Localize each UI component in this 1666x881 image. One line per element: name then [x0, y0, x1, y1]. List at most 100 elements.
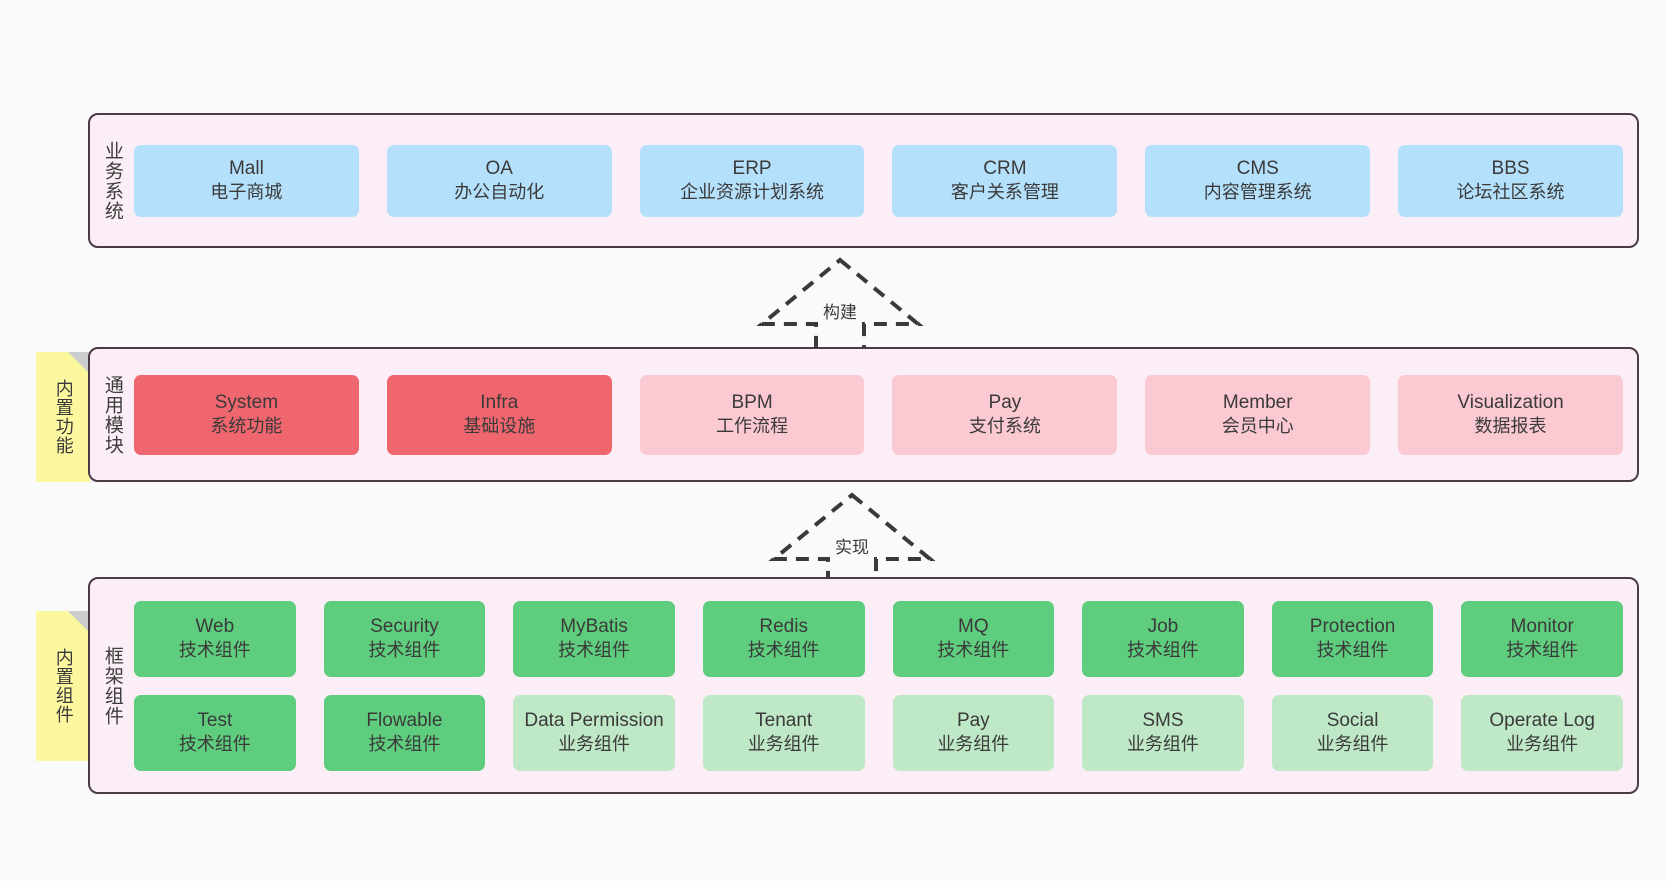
- node-title-cn: 技术组件: [368, 734, 441, 755]
- node-title-cn: 业务组件: [747, 734, 820, 755]
- node-title-en: CMS: [1236, 158, 1279, 180]
- node-title-cn: 技术组件: [1506, 640, 1579, 661]
- node-protection[interactable]: Protection 技术组件: [1271, 600, 1434, 677]
- node-flowable[interactable]: Flowable 技术组件: [323, 694, 486, 771]
- node-title-cn: 业务组件: [558, 734, 631, 755]
- layer-body-business: Mall 电子商城 OA 办公自动化 ERP 企业资源计划系统 CRM 客户关系…: [134, 115, 1637, 246]
- node-title-cn: 业务组件: [937, 734, 1010, 755]
- layer-row: Mall 电子商城 OA 办公自动化 ERP 企业资源计划系统 CRM 客户关系…: [134, 144, 1623, 217]
- node-title-cn: 工作流程: [716, 416, 789, 437]
- layer-row: Web 技术组件 Security 技术组件 MyBatis 技术组件 Redi…: [134, 600, 1623, 677]
- node-title-en: Operate Log: [1489, 710, 1595, 732]
- node-title-en: Flowable: [366, 710, 443, 732]
- node-title-cn: 电子商城: [210, 182, 283, 203]
- node-title-cn: 内容管理系统: [1203, 182, 1312, 203]
- node-infra[interactable]: Infra 基础设施: [386, 374, 612, 455]
- layer-title-framework: 框架组件: [101, 645, 123, 726]
- node-redis[interactable]: Redis 技术组件: [702, 600, 865, 677]
- node-title-cn: 技术组件: [1316, 640, 1389, 661]
- node-pay[interactable]: Pay 支付系统: [892, 374, 1118, 455]
- note-builtin-function: 内置功能: [36, 352, 90, 482]
- node-title-cn: 技术组件: [1126, 640, 1199, 661]
- node-title-cn: 客户关系管理: [950, 182, 1059, 203]
- node-mybatis[interactable]: MyBatis 技术组件: [513, 600, 675, 677]
- node-title-cn: 论坛社区系统: [1456, 182, 1565, 203]
- node-web[interactable]: Web 技术组件: [134, 600, 296, 677]
- node-pay-business[interactable]: Pay 业务组件: [892, 694, 1055, 771]
- layer-body-framework: Web 技术组件 Security 技术组件 MyBatis 技术组件 Redi…: [134, 579, 1637, 792]
- node-title-cn: 会员中心: [1221, 416, 1294, 437]
- node-title-cn: 企业资源计划系统: [680, 182, 825, 203]
- node-title-en: BPM: [731, 392, 773, 414]
- node-title-en: SMS: [1142, 710, 1184, 732]
- node-title-cn: 技术组件: [178, 640, 251, 661]
- node-title-en: Tenant: [755, 710, 813, 732]
- node-title-en: Member: [1222, 392, 1293, 414]
- node-title-en: MyBatis: [560, 616, 628, 638]
- node-title-cn: 业务组件: [1126, 734, 1199, 755]
- node-sms[interactable]: SMS 业务组件: [1082, 694, 1244, 771]
- node-title-en: Pay: [956, 710, 990, 732]
- node-visualization[interactable]: Visualization 数据报表: [1398, 374, 1623, 455]
- node-title-en: BBS: [1491, 158, 1530, 180]
- layer-row: Test 技术组件 Flowable 技术组件 Data Permission …: [134, 694, 1623, 771]
- node-system[interactable]: System 系统功能: [134, 374, 359, 455]
- node-title-cn: 支付系统: [968, 416, 1041, 437]
- node-monitor[interactable]: Monitor 技术组件: [1461, 600, 1623, 677]
- node-title-cn: 办公自动化: [454, 182, 545, 203]
- node-title-en: Monitor: [1510, 616, 1574, 638]
- layer-title-common: 通用模块: [101, 374, 123, 455]
- node-security[interactable]: Security 技术组件: [323, 600, 486, 677]
- layer-title-business: 业务系统: [101, 140, 123, 221]
- node-title-en: Redis: [759, 616, 808, 638]
- node-title-cn: 业务组件: [1316, 734, 1389, 755]
- node-title-en: Job: [1147, 616, 1179, 638]
- generalization-arrow-build: 构建: [756, 257, 924, 358]
- node-title-en: ERP: [732, 158, 772, 180]
- node-title-cn: 基础设施: [463, 416, 536, 437]
- node-cms[interactable]: CMS 内容管理系统: [1145, 144, 1371, 217]
- node-crm[interactable]: CRM 客户关系管理: [892, 144, 1118, 217]
- node-test[interactable]: Test 技术组件: [134, 694, 296, 771]
- arrow-label-build: 构建: [823, 303, 857, 322]
- node-social[interactable]: Social 业务组件: [1271, 694, 1434, 771]
- node-tenant[interactable]: Tenant 业务组件: [702, 694, 865, 771]
- node-title-cn: 技术组件: [368, 640, 441, 661]
- node-operate-log[interactable]: Operate Log 业务组件: [1461, 694, 1623, 771]
- node-title-cn: 技术组件: [747, 640, 820, 661]
- node-mq[interactable]: MQ 技术组件: [892, 600, 1055, 677]
- node-erp[interactable]: ERP 企业资源计划系统: [639, 144, 865, 217]
- node-title-cn: 数据报表: [1474, 416, 1547, 437]
- node-job[interactable]: Job 技术组件: [1082, 600, 1244, 677]
- node-title-en: Pay: [988, 392, 1022, 414]
- note-label: 内置组件: [53, 648, 74, 724]
- node-title-cn: 技术组件: [178, 734, 251, 755]
- node-title-en: Data Permission: [524, 710, 664, 732]
- node-title-en: Test: [197, 710, 233, 732]
- layer-common-modules: 通用模块 System 系统功能 Infra 基础设施 BPM 工作流程 Pay…: [88, 347, 1639, 482]
- node-oa[interactable]: OA 办公自动化: [386, 144, 612, 217]
- node-title-en: OA: [485, 158, 513, 180]
- node-title-cn: 技术组件: [558, 640, 631, 661]
- node-title-en: Mall: [228, 158, 264, 180]
- note-builtin-component: 内置组件: [36, 611, 90, 761]
- node-title-cn: 业务组件: [1506, 734, 1579, 755]
- layer-row: System 系统功能 Infra 基础设施 BPM 工作流程 Pay 支付系统…: [134, 374, 1623, 455]
- node-mall[interactable]: Mall 电子商城: [134, 144, 359, 217]
- node-bpm[interactable]: BPM 工作流程: [639, 374, 865, 455]
- node-data-permission[interactable]: Data Permission 业务组件: [513, 694, 675, 771]
- node-title-en: MQ: [958, 616, 989, 638]
- node-title-en: Protection: [1309, 616, 1396, 638]
- node-title-cn: 系统功能: [210, 416, 283, 437]
- node-member[interactable]: Member 会员中心: [1145, 374, 1371, 455]
- node-title-en: System: [214, 392, 279, 414]
- node-title-en: Security: [370, 616, 439, 638]
- node-title-en: CRM: [983, 158, 1027, 180]
- note-label: 内置功能: [53, 379, 74, 455]
- node-title-en: Visualization: [1457, 392, 1564, 414]
- node-title-en: Infra: [480, 392, 519, 414]
- node-bbs[interactable]: BBS 论坛社区系统: [1398, 144, 1623, 217]
- node-title-en: Web: [195, 616, 235, 638]
- layer-business-systems: 业务系统 Mall 电子商城 OA 办公自动化 ERP 企业资源计划系统 CRM…: [88, 113, 1639, 248]
